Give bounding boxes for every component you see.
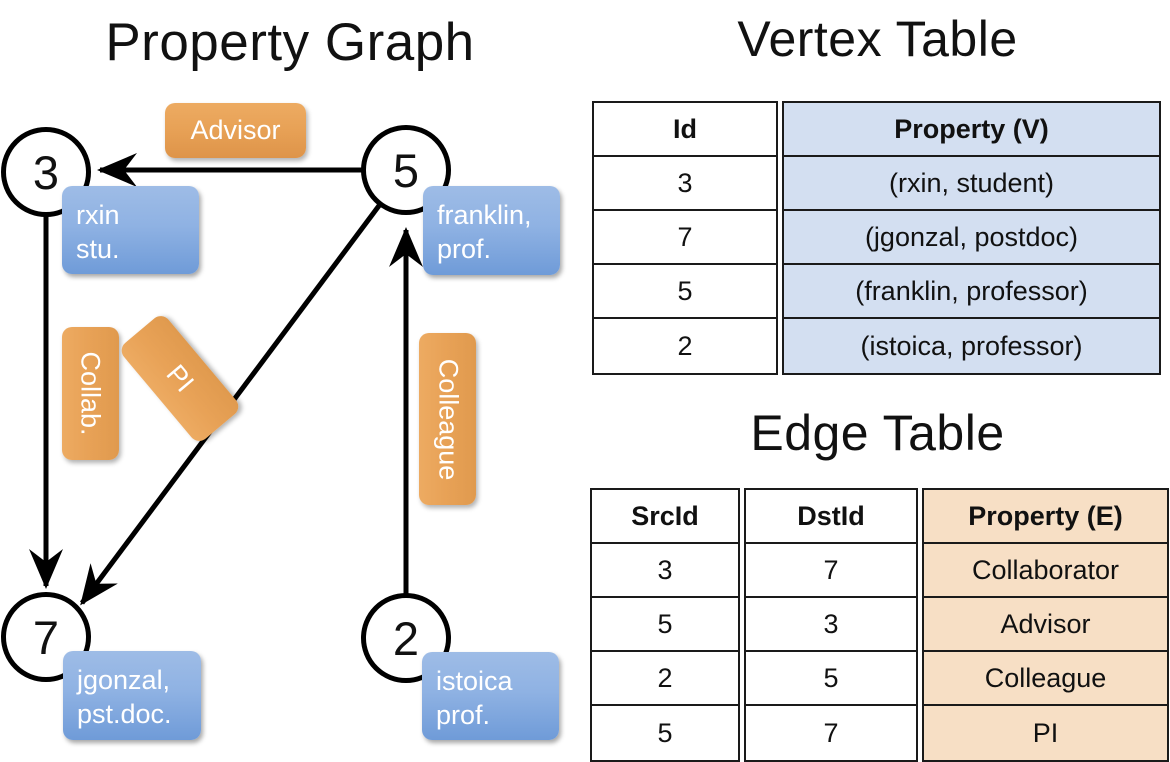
node-property-box-5: franklin, prof. [423, 186, 560, 275]
edge-table-cell-dstid: 3 [746, 598, 916, 652]
edge-table-property-column: Property (E) Collaborator Advisor Collea… [922, 488, 1169, 762]
page-title-property-graph: Property Graph [105, 13, 475, 72]
node-property-line-2: stu. [76, 234, 120, 264]
vertex-table-header-id: Id [594, 103, 776, 157]
page-title-vertex-table: Vertex Table [737, 11, 1018, 67]
edge-label-advisor: Advisor [165, 103, 306, 158]
page-title-edge-table: Edge Table [750, 405, 1005, 461]
edge-table-dstid-column: DstId 7 3 5 7 [744, 488, 918, 762]
graph-node-5[interactable]: 5 [361, 125, 451, 215]
node-property-line-1: jgonzal, [77, 665, 171, 695]
vertex-table-cell-property: (rxin, student) [784, 157, 1159, 211]
edge-label-colleague: Colleague [419, 333, 476, 505]
vertex-table-cell-property: (franklin, professor) [784, 265, 1159, 319]
edge-table-srcid-column: SrcId 3 5 2 5 [590, 488, 740, 762]
edge-table-cell-property: Advisor [924, 598, 1167, 652]
edge-table-cell-srcid: 5 [657, 717, 673, 748]
vertex-table-id-column: Id 3 7 5 2 [592, 101, 778, 375]
edge-table: SrcId 3 5 2 5 DstId 7 3 5 7 Property (E)… [590, 488, 1169, 762]
property-graph-diagram: 3 5 7 2 rxin stu. franklin, prof. jgonza… [0, 0, 585, 760]
node-property-line-1: rxin [76, 200, 120, 230]
node-property-line-1: istoica [436, 666, 513, 696]
node-property-line-2: pst.doc. [77, 699, 172, 729]
edge-table-cell-property: Colleague [924, 652, 1167, 706]
node-property-box-2: istoica prof. [422, 652, 559, 740]
edge-table-cell-dstid: 5 [746, 652, 916, 706]
edge-table-header-srcid: SrcId [592, 490, 738, 544]
edge-table-header-property: Property (E) [924, 490, 1167, 544]
node-property-box-7: jgonzal, pst.doc. [63, 651, 201, 740]
edge-table-cell-property: PI [924, 706, 1167, 760]
vertex-table-cell-property: (istoica, professor) [784, 319, 1159, 373]
vertex-table-cell-id: 3 [594, 157, 776, 211]
vertex-table-cell-id: 7 [594, 211, 776, 265]
edge-table-cell-srcid: 5 [592, 598, 738, 652]
node-property-box-3: rxin stu. [62, 186, 199, 274]
node-property-line-2: prof. [436, 700, 491, 730]
vertex-table-header-property: Property (V) [784, 103, 1159, 157]
edge-table-header-dstid: DstId [746, 490, 916, 544]
edge-table-cell-srcid: 2 [592, 652, 738, 706]
vertex-table: Id 3 7 5 2 Property (V) (rxin, student) … [592, 101, 1161, 375]
vertex-table-cell-property: (jgonzal, postdoc) [784, 211, 1159, 265]
vertex-table-property-column: Property (V) (rxin, student) (jgonzal, p… [782, 101, 1161, 375]
edge-table-cell-property: Collaborator [924, 544, 1167, 598]
vertex-table-cell-id: 5 [594, 265, 776, 319]
edge-table-cell-srcid: 3 [592, 544, 738, 598]
graph-node-2[interactable]: 2 [361, 593, 451, 683]
edge-table-cell-dstid: 7 [823, 717, 839, 748]
edge-label-collab: Collab. [62, 327, 119, 460]
vertex-table-cell-id: 2 [677, 330, 693, 361]
node-property-line-1: franklin, [437, 200, 532, 230]
edge-table-cell-dstid: 7 [746, 544, 916, 598]
node-property-line-2: prof. [437, 234, 492, 264]
